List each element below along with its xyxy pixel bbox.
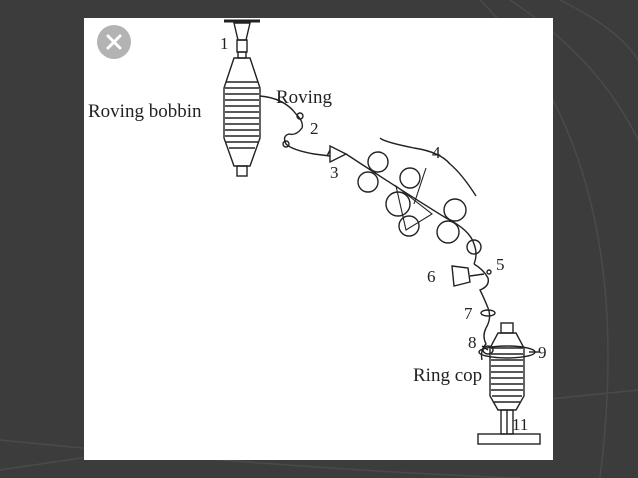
- label-8: 8: [468, 333, 477, 352]
- label-5: 5: [496, 255, 505, 274]
- creel-pin: [236, 39, 248, 53]
- label-roving: Roving: [276, 87, 332, 108]
- spindle-base: [477, 433, 541, 445]
- roller-middle-bottom: [385, 191, 411, 217]
- ring-traveller-8: [482, 345, 494, 355]
- guide-2b-eye: [282, 140, 290, 148]
- roller-middle-top: [399, 167, 421, 189]
- label-11: 11: [512, 415, 529, 434]
- drafting-bracket: [379, 137, 477, 197]
- label-3: 3: [330, 163, 339, 182]
- delivery-roll: [466, 239, 482, 255]
- yarn-guide-5: [473, 263, 491, 361]
- label-7: 7: [464, 304, 473, 323]
- close-button[interactable]: [97, 25, 131, 59]
- creel-holder: [233, 22, 251, 41]
- close-icon: [106, 34, 122, 50]
- diagram-panel: 1 Roving bobbin Roving 2 3 4 5 6 7 8 9 R…: [84, 18, 553, 460]
- guide-2-eye: [296, 112, 304, 120]
- ring-spinning-diagram: [223, 19, 541, 445]
- trumpet-guide: [329, 144, 348, 164]
- apron-cradle: [395, 184, 433, 231]
- label-2: 2: [310, 119, 319, 138]
- anti-balloon-plate: [451, 265, 471, 287]
- label-ring-cop: Ring cop: [413, 365, 483, 386]
- ring-cop-body: [477, 322, 541, 445]
- roving-bobbin-body: [223, 57, 261, 177]
- label-4: 4: [432, 143, 441, 162]
- roller-front-bottom: [436, 220, 460, 244]
- roller-apron: [398, 215, 420, 237]
- lappet-7: [480, 309, 496, 317]
- label-1: 1: [220, 34, 229, 53]
- label-9: 9: [538, 343, 547, 362]
- roller-back-bottom: [357, 171, 379, 193]
- roller-front-top: [443, 198, 467, 222]
- label-roving-bobbin: Roving bobbin: [88, 101, 202, 122]
- roller-back-top: [367, 151, 389, 173]
- label-6: 6: [427, 267, 436, 286]
